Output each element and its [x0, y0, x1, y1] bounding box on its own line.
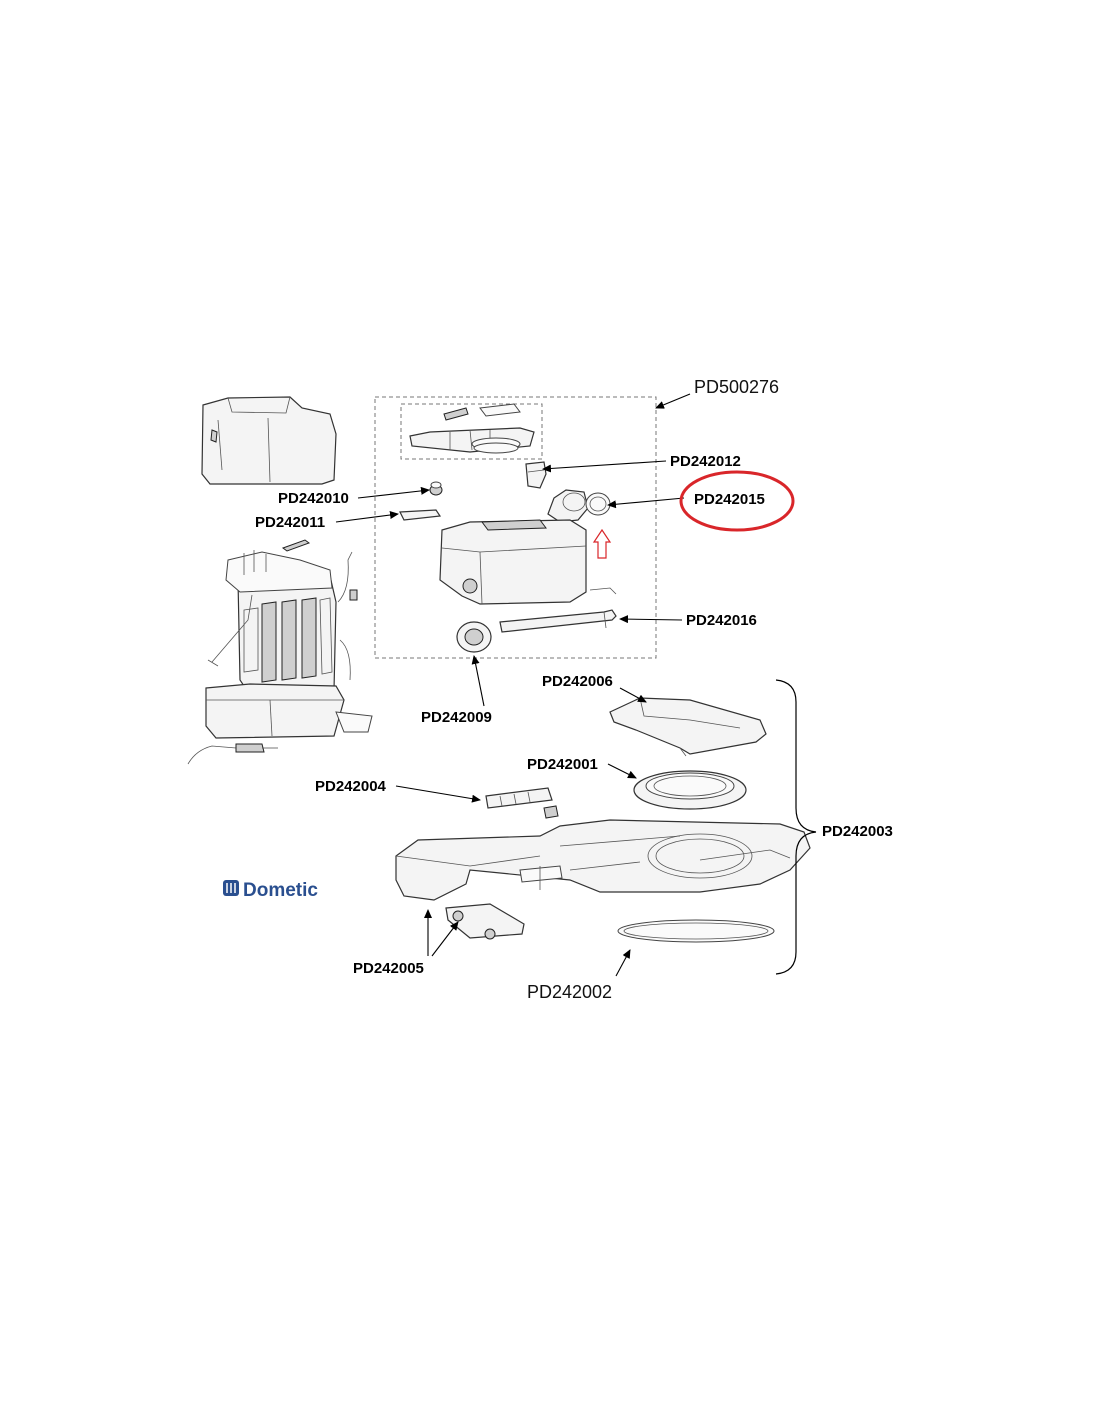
label-pd242011: PD242011	[255, 514, 325, 531]
gasket-pd242002	[617, 919, 775, 943]
leader-lines	[335, 393, 691, 977]
label-pd242003: PD242003	[822, 823, 893, 840]
cover-shell	[201, 396, 337, 485]
label-pd242015: PD242015	[694, 491, 765, 508]
label-pd242009: PD242009	[421, 709, 492, 726]
label-pd242001: PD242001	[527, 756, 598, 773]
kit-inner-boundary	[400, 403, 543, 460]
kit-boundary	[374, 396, 657, 659]
cover-plate-pd242006	[609, 697, 767, 757]
ring-pd242001	[633, 770, 747, 810]
label-pd242016: PD242016	[686, 612, 757, 629]
lever-pd242011	[399, 509, 442, 521]
group-brace	[775, 679, 817, 975]
label-pd242005: PD242005	[353, 960, 424, 977]
base-plate-pd242003	[395, 819, 811, 901]
dometic-logo-text: Dometic	[243, 880, 318, 901]
seal-pd242009	[456, 621, 492, 653]
dometic-logo: Dometic	[223, 880, 318, 901]
highlight-circle	[679, 470, 795, 532]
fitting-pd242012	[525, 461, 547, 489]
valve-components	[409, 403, 535, 454]
elbow-and-cap	[547, 489, 611, 523]
up-arrow-icon	[592, 528, 612, 559]
tank	[439, 519, 617, 605]
label-pd242002: PD242002	[527, 982, 612, 1002]
label-pd242004: PD242004	[315, 778, 387, 795]
label-pd242010: PD242010	[278, 490, 349, 507]
frame-assembly	[187, 539, 373, 765]
label-pd242012: PD242012	[670, 453, 741, 470]
bracket-pd242005	[445, 903, 525, 940]
label-pd500276: PD500276	[694, 377, 779, 397]
latch-pd242004	[485, 787, 559, 819]
label-pd242006: PD242006	[542, 673, 613, 690]
pipe-pd242016	[499, 609, 617, 633]
knob-pd242010	[429, 481, 443, 496]
